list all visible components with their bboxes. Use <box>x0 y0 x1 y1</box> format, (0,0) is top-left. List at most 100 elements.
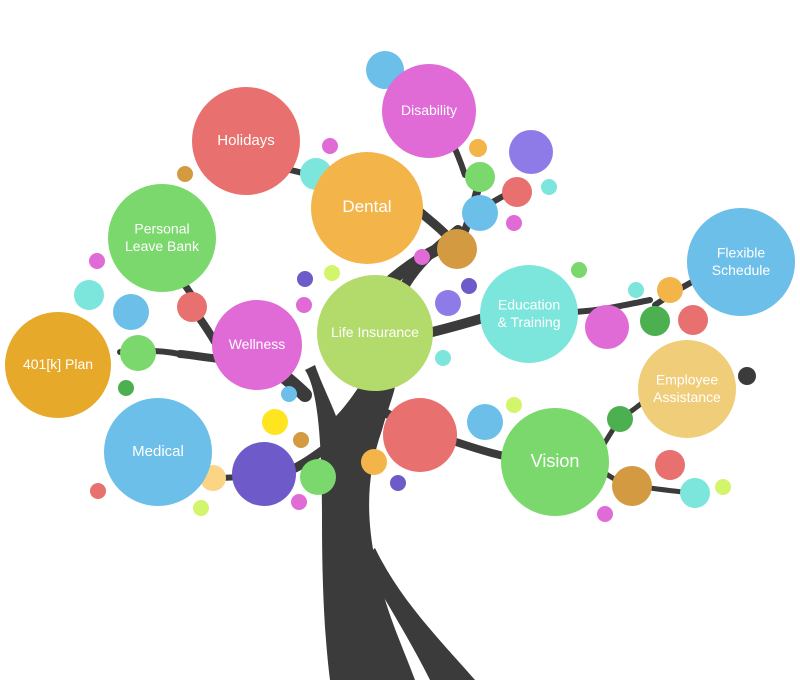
decorative-dot <box>597 506 613 522</box>
decorative-dot <box>435 350 451 366</box>
decorative-dot <box>177 292 207 322</box>
decorative-dot <box>640 306 670 336</box>
decorative-dot <box>193 500 209 516</box>
benefit-bubble-vision: Vision <box>501 408 609 516</box>
decorative-dot <box>655 450 685 480</box>
benefit-bubble-circle <box>501 408 609 516</box>
benefit-label-line: Employee <box>656 371 718 387</box>
benefit-label-line: Wellness <box>229 336 286 352</box>
benefit-label-line: Assistance <box>653 388 721 404</box>
decorative-dot <box>437 229 477 269</box>
benefit-bubble-circle <box>638 340 736 438</box>
decorative-dot <box>293 432 309 448</box>
decorative-dot <box>296 297 312 313</box>
tree-root <box>362 548 475 680</box>
decorative-dot <box>324 265 340 281</box>
decorative-dot <box>262 409 288 435</box>
decorative-dot <box>469 139 487 157</box>
benefit-bubble-circle <box>480 265 578 363</box>
decorative-dot <box>232 442 296 506</box>
benefit-bubble-circle <box>192 87 300 195</box>
decorative-dot <box>300 459 336 495</box>
decorative-dot <box>118 380 134 396</box>
benefit-label-wellness: Wellness <box>229 336 286 352</box>
benefit-label-line: Education <box>498 296 560 312</box>
decorative-dot <box>628 282 644 298</box>
benefit-bubble-circle <box>212 300 302 390</box>
benefit-bubble-medical: Medical <box>104 398 212 506</box>
benefit-bubble-circle <box>5 312 111 418</box>
decorative-dot <box>678 305 708 335</box>
decorative-dot <box>506 215 522 231</box>
decorative-dot <box>435 290 461 316</box>
benefit-bubble-wellness: Wellness <box>212 300 302 390</box>
benefit-bubble-circle <box>317 275 433 391</box>
decorative-dot <box>113 294 149 330</box>
benefit-bubble-holidays: Holidays <box>192 87 300 195</box>
benefit-label-disability: Disability <box>401 102 457 118</box>
decorative-dot <box>738 367 756 385</box>
benefit-label-line: 401[k] Plan <box>23 356 93 372</box>
decorative-dot <box>506 397 522 413</box>
decorative-dot <box>322 138 338 154</box>
decorative-dot <box>383 398 457 472</box>
decorative-dots <box>74 51 756 522</box>
benefit-label-line: Disability <box>401 102 457 118</box>
benefit-bubble-life-insurance: Life Insurance <box>317 275 433 391</box>
benefit-label-line: Leave Bank <box>125 237 200 253</box>
benefit-label-line: Holidays <box>217 132 275 149</box>
decorative-dot <box>177 166 193 182</box>
benefit-bubble-circle <box>687 208 795 316</box>
decorative-dot <box>467 404 503 440</box>
decorative-dot <box>585 305 629 349</box>
decorative-dot <box>462 195 498 231</box>
decorative-dot <box>509 130 553 174</box>
decorative-dot <box>74 280 104 310</box>
benefit-label-life-insurance: Life Insurance <box>331 324 419 340</box>
benefit-label-line: Schedule <box>712 261 771 277</box>
decorative-dot <box>297 271 313 287</box>
decorative-dot <box>612 466 652 506</box>
benefit-label-medical: Medical <box>132 443 184 460</box>
benefit-label-line: Dental <box>342 197 391 216</box>
decorative-dot <box>465 162 495 192</box>
decorative-dot <box>361 449 387 475</box>
decorative-dot <box>281 386 297 402</box>
benefit-label-education-training: Education& Training <box>497 296 560 330</box>
benefit-label-line: & Training <box>497 313 560 329</box>
benefit-bubble-circle <box>311 152 423 264</box>
decorative-dot <box>680 478 710 508</box>
decorative-dot <box>715 479 731 495</box>
benefit-bubble-circle <box>382 64 476 158</box>
decorative-dot <box>390 475 406 491</box>
benefit-label-dental: Dental <box>342 197 391 216</box>
decorative-dot <box>291 494 307 510</box>
decorative-dot <box>657 277 683 303</box>
decorative-dot <box>461 278 477 294</box>
decorative-dot <box>414 249 430 265</box>
benefit-label-line: Flexible <box>717 244 765 260</box>
decorative-dot <box>502 177 532 207</box>
benefit-bubble-circle <box>104 398 212 506</box>
decorative-dot <box>541 179 557 195</box>
benefit-label-line: Vision <box>531 451 580 471</box>
benefit-bubble-401k-plan: 401[k] Plan <box>5 312 111 418</box>
benefit-bubble-disability: Disability <box>382 64 476 158</box>
benefit-label-line: Medical <box>132 443 184 460</box>
decorative-dot <box>571 262 587 278</box>
decorative-dot <box>120 335 156 371</box>
benefit-bubble-dental: Dental <box>311 152 423 264</box>
benefit-label-holidays: Holidays <box>217 132 275 149</box>
benefit-bubble-circle <box>108 184 216 292</box>
decorative-dot <box>607 406 633 432</box>
benefit-label-line: Personal <box>134 220 189 236</box>
benefit-label-line: Life Insurance <box>331 324 419 340</box>
decorative-dot <box>90 483 106 499</box>
